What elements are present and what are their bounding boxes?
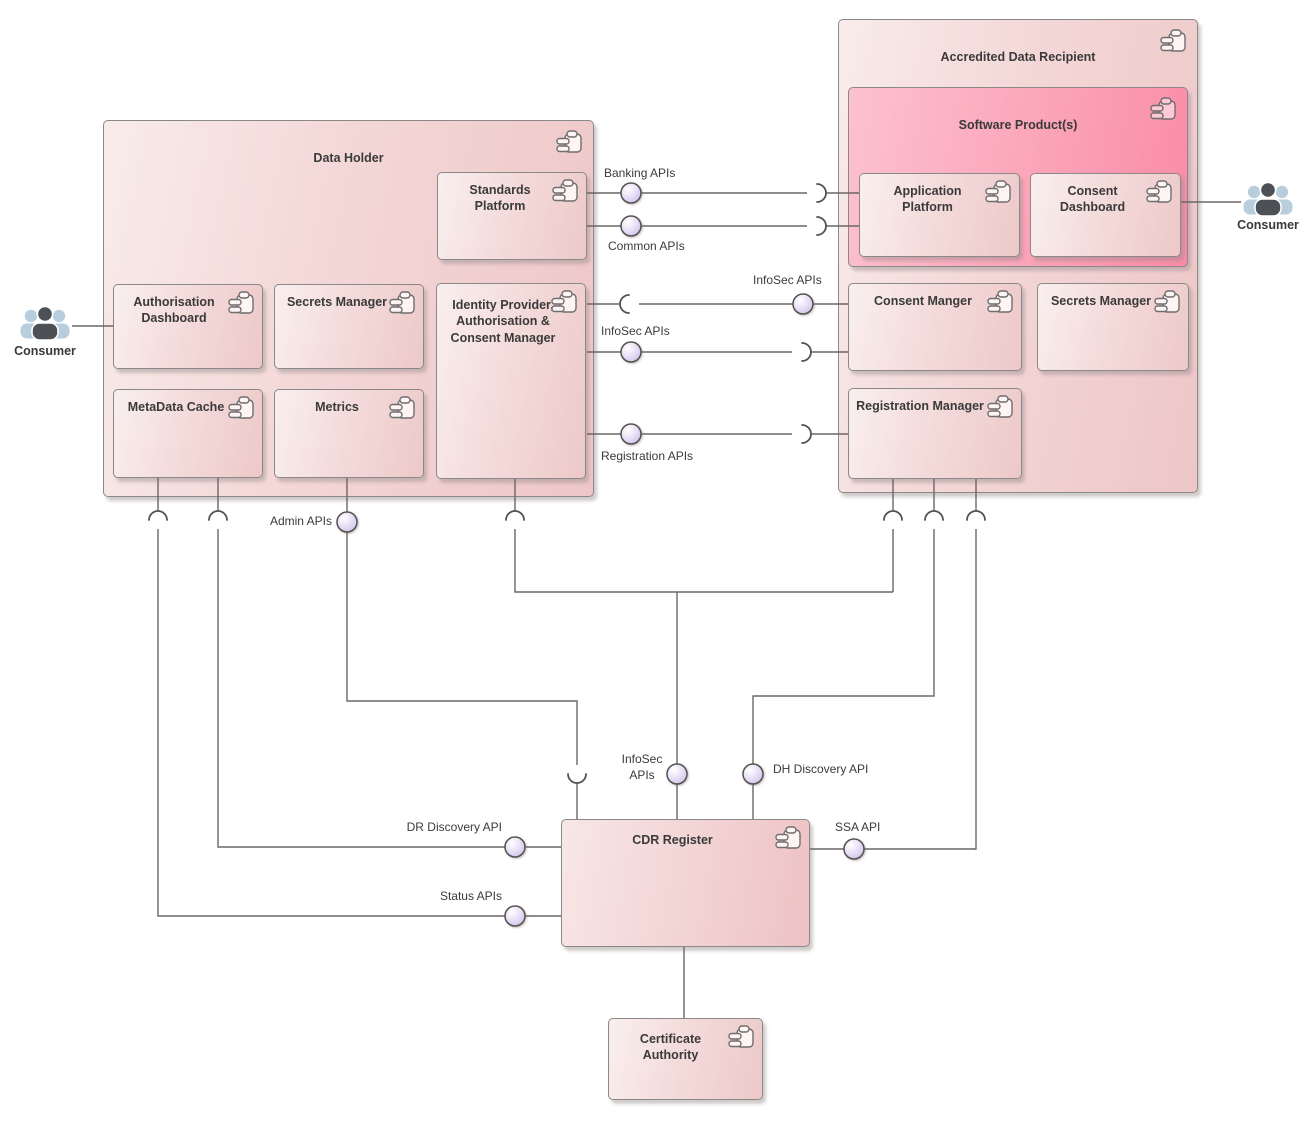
label-admin-apis: Admin APIs bbox=[269, 514, 332, 528]
certificate-authority-title: Certificate Authority bbox=[639, 1032, 702, 1063]
required-interface-socket bbox=[208, 510, 228, 521]
component-icon bbox=[775, 826, 802, 850]
standards-platform-component: Standards Platform bbox=[437, 172, 587, 260]
required-interface-socket bbox=[801, 424, 812, 444]
standards-platform-title: Standards Platform bbox=[469, 183, 531, 214]
provided-interface-ball bbox=[620, 423, 642, 445]
identity-provider-title: Identity Provider, Authorisation & Conse… bbox=[450, 298, 556, 345]
required-interface-socket bbox=[883, 510, 903, 521]
consumer-group-icon bbox=[20, 305, 70, 341]
metrics-title: Metrics bbox=[315, 400, 359, 414]
data-holder-title: Data Holder bbox=[313, 151, 384, 165]
connector-registration-apis bbox=[587, 423, 848, 445]
label-dr-discovery-api: DR Discovery API bbox=[406, 820, 502, 834]
provided-interface-ball bbox=[504, 836, 526, 858]
adr-title: Accredited Data Recipient bbox=[940, 50, 1096, 64]
label-infosec-apis-identity-provider: InfoSec APIs bbox=[601, 324, 670, 338]
label-common-apis: Common APIs bbox=[608, 239, 685, 253]
label-dh-discovery-api: DH Discovery API bbox=[773, 762, 869, 776]
secrets-manager-dh-component: Secrets Manager bbox=[274, 284, 424, 369]
provided-interface-ball bbox=[620, 215, 642, 237]
authorisation-dashboard-title: Authorisation Dashboard bbox=[133, 295, 215, 326]
provided-interface-ball bbox=[742, 763, 764, 785]
required-interface-socket bbox=[567, 773, 587, 784]
secrets-manager-dh-title: Secrets Manager bbox=[286, 295, 388, 309]
component-icon bbox=[552, 179, 579, 203]
connector-banking-apis bbox=[587, 182, 859, 204]
consumer-left-label: Consumer bbox=[14, 344, 76, 358]
component-icon bbox=[987, 395, 1014, 419]
required-interface-socket bbox=[619, 294, 630, 314]
cdr-register-title: CDR Register bbox=[632, 833, 713, 847]
secrets-manager-adr-title: Secrets Manager bbox=[1050, 294, 1152, 308]
component-icon bbox=[551, 290, 578, 314]
connector-status-apis bbox=[148, 478, 561, 927]
component-icon bbox=[1146, 180, 1173, 204]
component-icon bbox=[1150, 97, 1177, 121]
application-platform-title: Application Platform bbox=[893, 184, 962, 215]
provided-interface-ball bbox=[792, 293, 814, 315]
component-icon bbox=[1160, 29, 1187, 53]
provided-interface-ball bbox=[843, 838, 865, 860]
label-infosec-apis-consent-manger: InfoSec APIs bbox=[753, 273, 822, 287]
label-banking-apis: Banking APIs bbox=[604, 166, 676, 180]
connector-infosec-apis-consent-manger bbox=[587, 293, 848, 315]
cdr-register-component: CDR Register bbox=[561, 819, 810, 947]
component-icon bbox=[228, 291, 255, 315]
consumer-actor-left: Consumer bbox=[14, 305, 76, 358]
required-interface-socket bbox=[966, 510, 986, 521]
provided-interface-ball bbox=[336, 511, 358, 533]
metadata-cache-component: MetaData Cache bbox=[113, 389, 263, 478]
component-icon bbox=[389, 291, 416, 315]
consumer-actor-right: Consumer bbox=[1237, 181, 1299, 232]
software-products-title: Software Product(s) bbox=[958, 118, 1078, 132]
component-icon bbox=[985, 180, 1012, 204]
component-icon bbox=[1154, 290, 1181, 314]
metadata-cache-title: MetaData Cache bbox=[127, 400, 225, 414]
required-interface-socket bbox=[816, 183, 827, 203]
label-ssa-api: SSA API bbox=[835, 820, 881, 834]
required-interface-socket bbox=[505, 510, 525, 521]
identity-provider-component: Identity Provider, Authorisation & Conse… bbox=[436, 283, 586, 479]
required-interface-socket bbox=[924, 510, 944, 521]
label-status-apis: Status APIs bbox=[439, 889, 502, 903]
certificate-authority-component: Certificate Authority bbox=[608, 1018, 763, 1100]
registration-manager-title: Registration Manager bbox=[856, 399, 984, 413]
provided-interface-ball bbox=[504, 905, 526, 927]
consent-dashboard-title: Consent Dashboard bbox=[1059, 184, 1126, 215]
connector-ssa-api bbox=[810, 479, 986, 860]
connector-dr-discovery-api bbox=[208, 478, 561, 858]
consent-dashboard-component: Consent Dashboard bbox=[1030, 173, 1181, 257]
component-icon bbox=[556, 130, 583, 154]
authorisation-dashboard-component: Authorisation Dashboard bbox=[113, 284, 263, 369]
required-interface-socket bbox=[816, 216, 827, 236]
label-registration-apis: Registration APIs bbox=[601, 449, 694, 463]
consumer-group-icon bbox=[1243, 181, 1293, 217]
provided-interface-ball bbox=[620, 341, 642, 363]
component-icon bbox=[728, 1025, 755, 1049]
required-interface-socket bbox=[801, 342, 812, 362]
label-infosec-apis-register: InfoSec APIs bbox=[621, 752, 663, 782]
provided-interface-ball bbox=[666, 763, 688, 785]
connector-admin-apis bbox=[336, 478, 587, 819]
consent-manger-component: Consent Manger bbox=[848, 283, 1022, 371]
application-platform-component: Application Platform bbox=[859, 173, 1020, 257]
secrets-manager-adr-component: Secrets Manager bbox=[1037, 283, 1189, 371]
component-icon bbox=[987, 290, 1014, 314]
required-interface-socket bbox=[148, 510, 168, 521]
component-icon bbox=[389, 396, 416, 420]
provided-interface-ball bbox=[620, 182, 642, 204]
metrics-component: Metrics bbox=[274, 389, 424, 478]
consent-manger-title: Consent Manger bbox=[874, 294, 972, 308]
registration-manager-component: Registration Manager bbox=[848, 388, 1022, 479]
component-icon bbox=[228, 396, 255, 420]
connector-common-apis bbox=[587, 215, 859, 237]
connector-infosec-apis-identity-provider bbox=[587, 341, 848, 363]
consumer-right-label: Consumer bbox=[1237, 218, 1299, 232]
